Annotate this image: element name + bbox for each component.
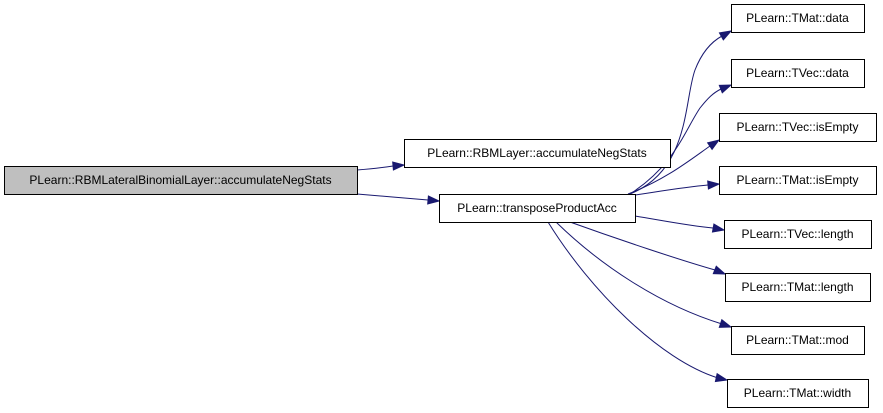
arrowhead — [714, 372, 729, 383]
node-box — [4, 166, 358, 195]
node-tmat-length[interactable]: PLearn::TMat::length — [725, 273, 871, 302]
node-tvec-isempty[interactable]: PLearn::TVec::isEmpty — [719, 113, 877, 142]
edge-line — [634, 184, 709, 196]
arrowhead — [711, 223, 726, 233]
edge-tpa-to-tmat_data — [629, 30, 733, 195]
edge-line — [356, 193, 429, 201]
node-box — [719, 113, 877, 142]
node-label: PLearn::TVec::data — [746, 66, 849, 80]
node-label: PLearn::TVec::isEmpty — [736, 120, 858, 134]
edge-line — [569, 221, 716, 271]
node-root: PLearn::RBMLateralBinomialLayer::accumul… — [4, 166, 358, 195]
node-tpa[interactable]: PLearn::transposeProductAcc — [439, 194, 636, 223]
edge-tpa-to-tmat_mod — [555, 221, 733, 328]
arrowhead — [427, 195, 441, 205]
node-label: PLearn::TVec::length — [741, 227, 853, 241]
edge-root-to-rbmlayer — [356, 161, 406, 171]
node-box — [439, 194, 636, 223]
node-label: PLearn::TMat::width — [744, 386, 851, 400]
node-tmat-width[interactable]: PLearn::TMat::width — [727, 379, 869, 408]
node-label: PLearn::TMat::length — [741, 280, 853, 294]
node-tmat-data[interactable]: PLearn::TMat::data — [731, 4, 865, 33]
node-box — [731, 59, 865, 88]
node-tvec-data[interactable]: PLearn::TVec::data — [731, 59, 865, 88]
edge-tpa-to-tmat_width — [547, 221, 729, 383]
edge-tpa-to-tvec_isempty — [627, 139, 721, 195]
node-label: PLearn::TMat::data — [746, 11, 849, 25]
call-edges — [356, 30, 733, 383]
arrowhead — [706, 139, 721, 151]
arrowhead — [718, 318, 733, 328]
arrowhead — [718, 84, 733, 94]
node-box — [731, 4, 865, 33]
node-box — [724, 220, 872, 249]
edge-tpa-to-tvec_data — [629, 84, 733, 195]
edge-tpa-to-tmat_length — [569, 221, 727, 275]
edge-tpa-to-tvec_length — [634, 215, 726, 233]
arrowhead — [392, 161, 406, 171]
node-tmat-mod[interactable]: PLearn::TMat::mod — [731, 326, 865, 355]
node-label: PLearn::transposeProductAcc — [457, 201, 616, 215]
arrowhead — [707, 180, 721, 190]
edge-line — [627, 145, 711, 195]
node-box — [727, 379, 869, 408]
edge-line — [629, 35, 723, 195]
edge-line — [547, 221, 719, 379]
edge-line — [634, 215, 714, 229]
node-box — [731, 326, 865, 355]
edge-root-to-tpa — [356, 193, 441, 205]
edge-tpa-to-tmat_isempty — [634, 180, 721, 196]
node-tmat-isempty[interactable]: PLearn::TMat::isEmpty — [719, 166, 877, 195]
edge-line — [356, 165, 394, 171]
edge-line — [555, 221, 723, 325]
node-label: PLearn::TMat::mod — [746, 333, 849, 347]
edge-line — [629, 88, 722, 195]
arrowhead — [718, 30, 733, 41]
node-tvec-length[interactable]: PLearn::TVec::length — [724, 220, 872, 249]
call-nodes: PLearn::RBMLateralBinomialLayer::accumul… — [4, 4, 877, 408]
node-box — [719, 166, 877, 195]
node-label: PLearn::TMat::isEmpty — [736, 173, 858, 187]
node-box — [404, 139, 671, 168]
node-box — [725, 273, 871, 302]
arrowhead — [712, 265, 727, 275]
node-label: PLearn::RBMLateralBinomialLayer::accumul… — [29, 173, 331, 187]
node-rbmlayer[interactable]: PLearn::RBMLayer::accumulateNegStats — [404, 139, 671, 168]
node-label: PLearn::RBMLayer::accumulateNegStats — [427, 146, 646, 160]
